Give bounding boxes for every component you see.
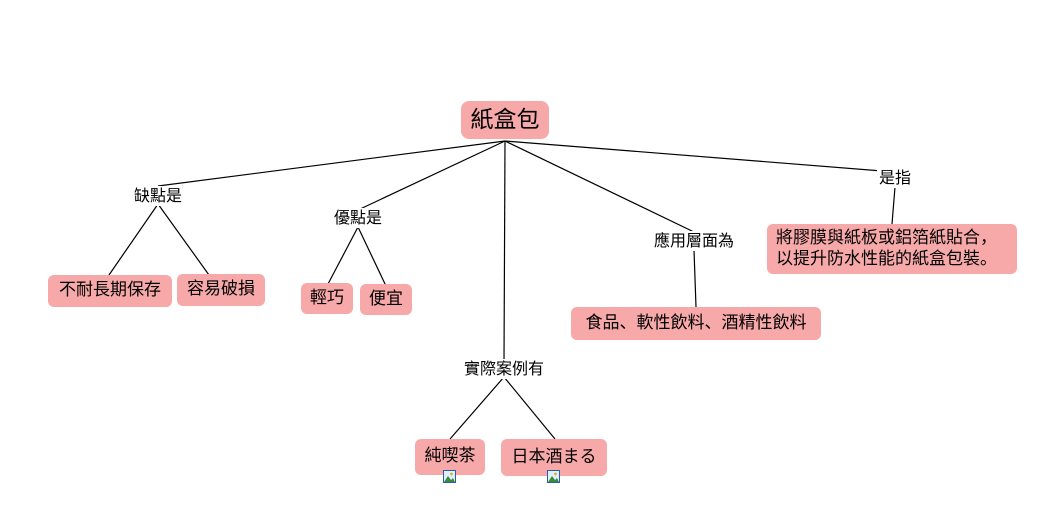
node-disadvantage-1[interactable]: 不耐長期保存 [48, 275, 172, 307]
link-label-examples: 實際案例有 [461, 359, 547, 379]
node-example-1-label: 純喫茶 [424, 446, 476, 467]
node-advantage-2-label: 便宜 [369, 288, 403, 309]
edge-root-applications [504, 140, 695, 233]
node-applications[interactable]: 食品、軟性飲料、酒精性飲料 [571, 307, 821, 340]
edge-root-disadvantages [157, 140, 506, 187]
node-advantage-2[interactable]: 便宜 [360, 284, 412, 315]
edge-definition [891, 186, 896, 225]
node-disadvantage-2[interactable]: 容易破損 [177, 274, 265, 306]
node-example-1[interactable]: 純喫茶 [415, 439, 485, 475]
image-icon[interactable] [443, 470, 456, 483]
node-advantage-1[interactable]: 輕巧 [301, 283, 353, 314]
link-label-definition: 是指 [876, 168, 914, 188]
edge-root-examples [503, 140, 506, 363]
link-label-disadvantages: 缺點是 [131, 186, 185, 206]
edge-advantages-2 [357, 226, 387, 287]
edge-disadvantages-2 [157, 203, 210, 276]
node-advantage-1-label: 輕巧 [310, 287, 344, 308]
edge-examples-1 [449, 376, 505, 440]
node-example-2[interactable]: 日本酒まる [501, 439, 607, 476]
node-example-2-label: 日本酒まる [511, 446, 597, 467]
root-node[interactable]: 紙盒包 [461, 101, 549, 139]
edge-advantages-1 [327, 226, 359, 285]
node-definition-line-2: 以提升防水性能的紙盒包裝。 [776, 249, 997, 269]
edge-disadvantages-1 [108, 203, 159, 276]
edge-examples-2 [503, 376, 556, 440]
edge-root-advantages [357, 140, 506, 211]
node-definition-text: 將膠膜與紙板或鋁箔紙貼合， 以提升防水性能的紙盒包裝。 [776, 228, 997, 269]
edge-root-definition [504, 140, 896, 173]
node-applications-label: 食品、軟性飲料、酒精性飲料 [585, 312, 807, 333]
node-definition[interactable]: 將膠膜與紙板或鋁箔紙貼合， 以提升防水性能的紙盒包裝。 [767, 224, 1017, 274]
node-disadvantage-2-label: 容易破損 [187, 279, 255, 300]
node-definition-line-1: 將膠膜與紙板或鋁箔紙貼合， [776, 228, 997, 249]
node-disadvantage-1-label: 不耐長期保存 [59, 280, 161, 301]
image-icon[interactable] [547, 470, 560, 483]
link-label-advantages: 優點是 [331, 208, 385, 228]
edge-applications [693, 249, 697, 308]
root-node-label: 紙盒包 [470, 106, 540, 133]
link-label-applications: 應用層面為 [651, 231, 737, 251]
